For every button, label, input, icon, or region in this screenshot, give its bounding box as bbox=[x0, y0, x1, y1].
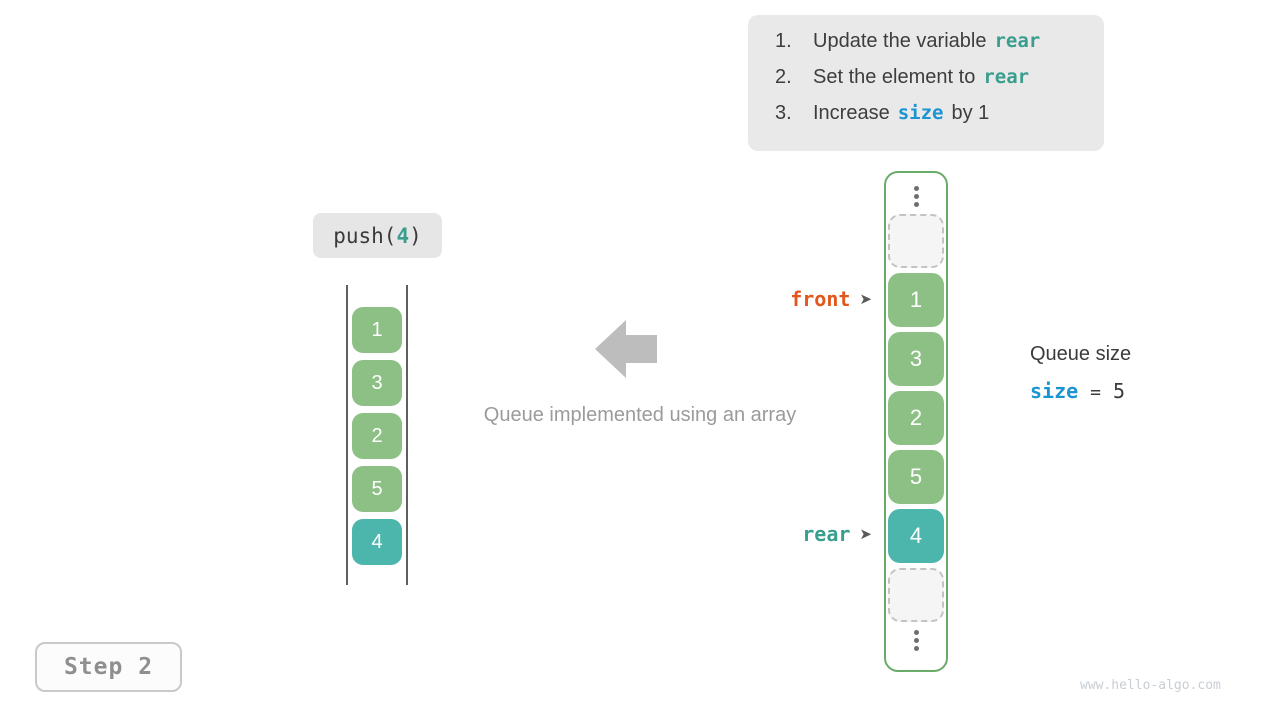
list-number: 2. bbox=[775, 66, 792, 88]
array-cell: 3 bbox=[888, 332, 944, 386]
array-cell: 2 bbox=[888, 391, 944, 445]
size-value: 5 bbox=[1113, 379, 1126, 403]
step-badge: Step 2 bbox=[35, 642, 182, 692]
instruction-text: by 1 bbox=[951, 102, 990, 124]
array-cell: 1 bbox=[888, 273, 944, 327]
queue-size-value-line: size = 5 bbox=[1030, 379, 1131, 403]
instruction-box: 1. Update the variable rear 2. Set the e… bbox=[748, 15, 1104, 151]
push-call-prefix: push( bbox=[333, 223, 397, 248]
ellipsis-icon bbox=[913, 183, 919, 209]
queue-size-title: Queue size bbox=[1030, 343, 1132, 365]
equals-sign: = bbox=[1090, 382, 1102, 403]
code-token-rear: rear bbox=[994, 30, 1041, 52]
left-arrow-icon bbox=[595, 320, 657, 378]
array-cell-empty bbox=[888, 214, 944, 268]
push-call-argument: 4 bbox=[396, 223, 410, 248]
instruction-step-2: 2. Set the element to rear bbox=[775, 66, 1104, 102]
array-container: 1 3 2 5 4 bbox=[884, 171, 948, 672]
queue-cell: 1 bbox=[352, 307, 402, 353]
instruction-text: Set the element to bbox=[813, 66, 976, 88]
queue-cell: 3 bbox=[352, 360, 402, 406]
ellipsis-icon bbox=[913, 627, 919, 653]
front-pointer: front ➤ bbox=[740, 287, 872, 311]
instruction-text: Increase bbox=[813, 102, 890, 124]
array-cell: 5 bbox=[888, 450, 944, 504]
push-call-suffix: ) bbox=[409, 223, 422, 248]
queue-size-block: Queue size size = 5 bbox=[1030, 343, 1131, 403]
right-arrowhead-icon: ➤ bbox=[859, 525, 872, 543]
size-variable: size bbox=[1030, 379, 1079, 403]
queue-cell: 5 bbox=[352, 466, 402, 512]
right-arrowhead-icon: ➤ bbox=[859, 290, 872, 308]
instruction-step-3: 3. Increase size by 1 bbox=[775, 102, 1104, 138]
rear-pointer-label: rear bbox=[802, 522, 851, 546]
queue-cell-new: 4 bbox=[352, 519, 402, 565]
queue-wall-right bbox=[406, 285, 408, 585]
rear-pointer: rear ➤ bbox=[740, 522, 872, 546]
push-call-label: push(4) bbox=[313, 213, 442, 258]
diagram-caption: Queue implemented using an array bbox=[483, 404, 797, 426]
queue-wall-left bbox=[346, 285, 348, 585]
array-cell-new: 4 bbox=[888, 509, 944, 563]
instruction-step-1: 1. Update the variable rear bbox=[775, 30, 1104, 66]
queue-cell: 2 bbox=[352, 413, 402, 459]
watermark: www.hello-algo.com bbox=[1080, 678, 1221, 693]
front-pointer-label: front bbox=[790, 287, 851, 311]
queue-stack: 1 3 2 5 4 bbox=[352, 307, 402, 565]
list-number: 1. bbox=[775, 30, 792, 52]
array-cell-empty bbox=[888, 568, 944, 622]
instruction-text: Update the variable bbox=[813, 30, 987, 52]
code-token-size: size bbox=[897, 102, 944, 124]
list-number: 3. bbox=[775, 102, 792, 124]
code-token-rear: rear bbox=[983, 66, 1030, 88]
